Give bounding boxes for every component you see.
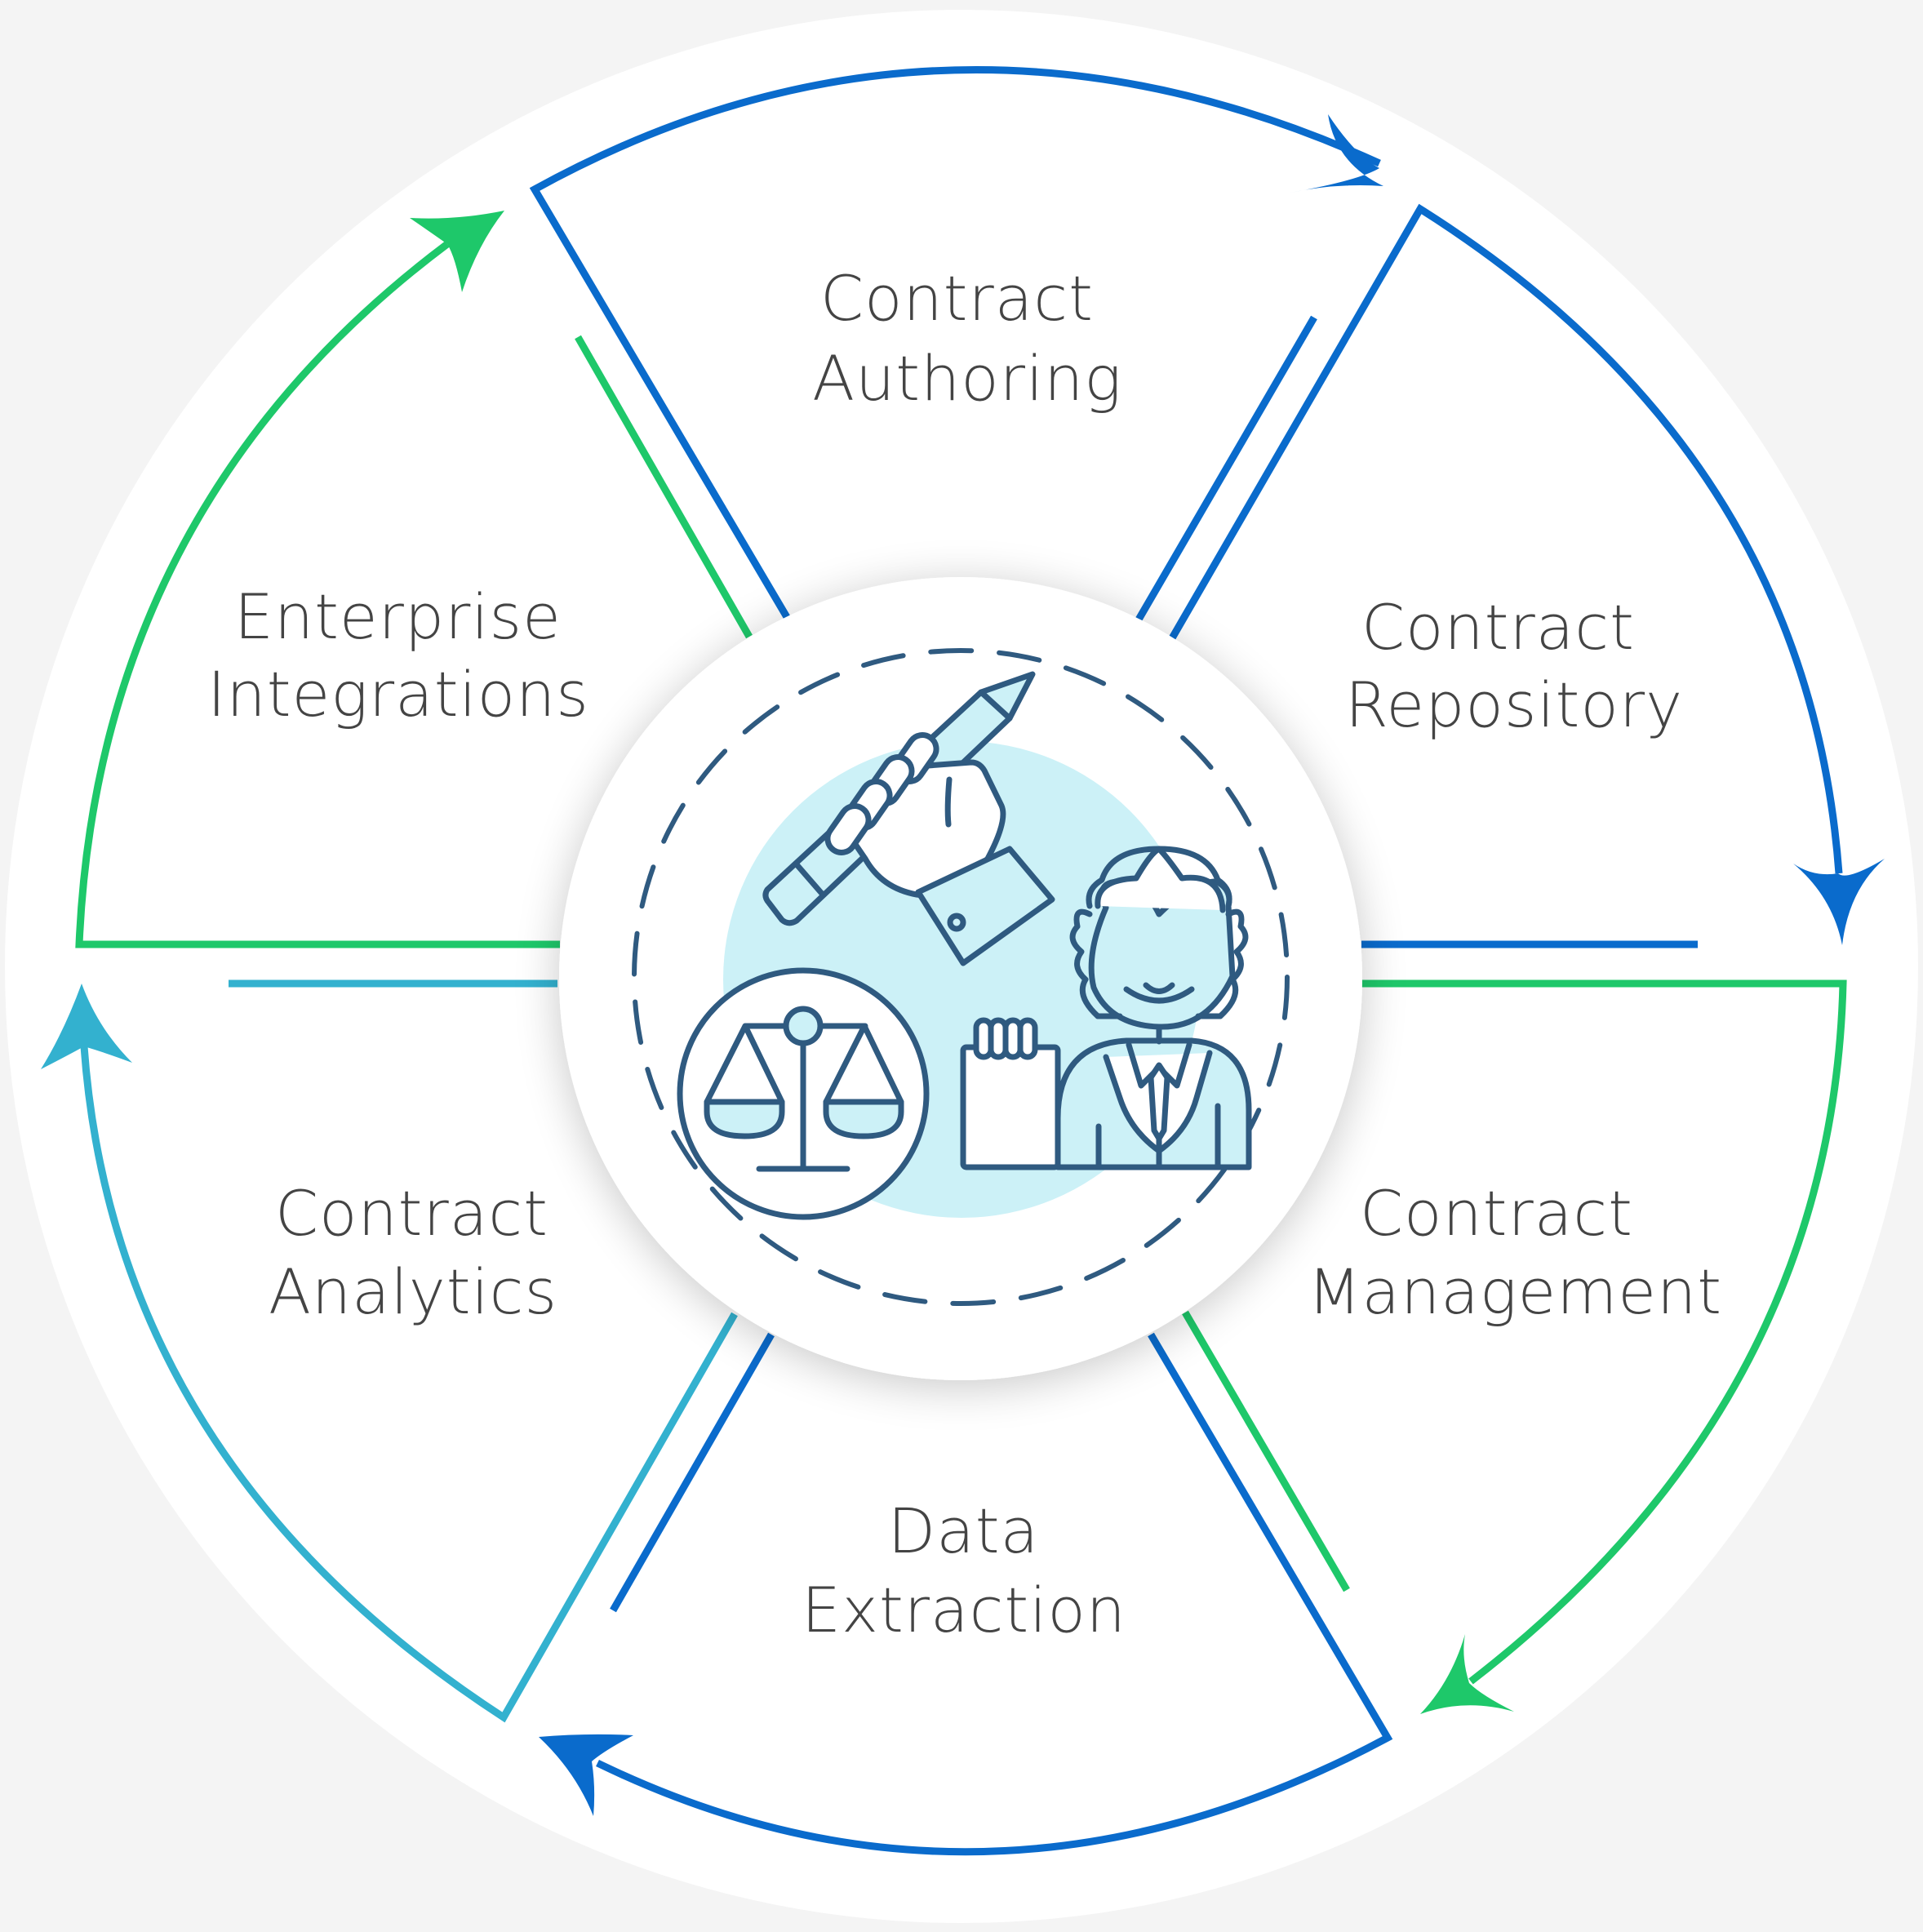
arrowhead-integrations	[410, 211, 504, 292]
segment-label-repository: Contract Repository	[1345, 591, 1683, 741]
repository-line1: Contract	[1361, 591, 1635, 664]
segment-outline-repository	[1166, 203, 1843, 874]
segment-divider-integrations	[575, 335, 753, 639]
analytics-line1: Contract	[275, 1177, 548, 1250]
center-dashed-ring	[632, 648, 1290, 1306]
arrowhead-management	[1420, 1634, 1514, 1714]
integrations-line1: Enterprise	[234, 580, 562, 653]
management-line2: Management	[1308, 1255, 1722, 1328]
segment-label-management: Contract Management	[1308, 1177, 1722, 1328]
legal-contract-icon	[677, 671, 1252, 1220]
authoring-line1: Contract	[820, 262, 1094, 335]
scales-of-justice-icon	[677, 967, 930, 1220]
arrowhead-repository	[1793, 859, 1885, 945]
segment-outline-management	[1361, 979, 1847, 1685]
repository-line2: Repository	[1345, 668, 1683, 741]
segment-label-extraction: Data Extraction	[802, 1495, 1126, 1646]
segment-divider-extraction	[610, 1332, 775, 1613]
segment-outline-analytics	[80, 1046, 738, 1723]
arrowhead-analytics	[41, 984, 132, 1069]
authoring-line2: Authoring	[812, 342, 1122, 415]
segment-label-authoring: Contract Authoring	[812, 262, 1122, 415]
segment-outline-extraction	[596, 1332, 1393, 1856]
judge-icon	[1055, 846, 1252, 1170]
extraction-line2: Extraction	[802, 1574, 1126, 1646]
segment-label-analytics: Contract Analytics	[269, 1177, 569, 1328]
arrowhead-extraction	[539, 1734, 633, 1816]
extraction-line1: Data	[888, 1495, 1039, 1567]
segment-divider-repository	[1135, 315, 1317, 622]
management-line1: Contract	[1360, 1177, 1633, 1250]
integrations-line2: Integrations	[207, 658, 589, 731]
segment-outline-integrations	[75, 241, 560, 948]
analytics-line2: Analytics	[269, 1255, 557, 1328]
segment-label-integrations: Enterprise Integrations	[207, 580, 589, 731]
segment-outline-authoring	[529, 66, 1381, 620]
arrowhead-authoring	[1290, 114, 1383, 193]
segment-divider-management	[1182, 1310, 1350, 1592]
hand-with-pen-icon	[762, 671, 1055, 966]
